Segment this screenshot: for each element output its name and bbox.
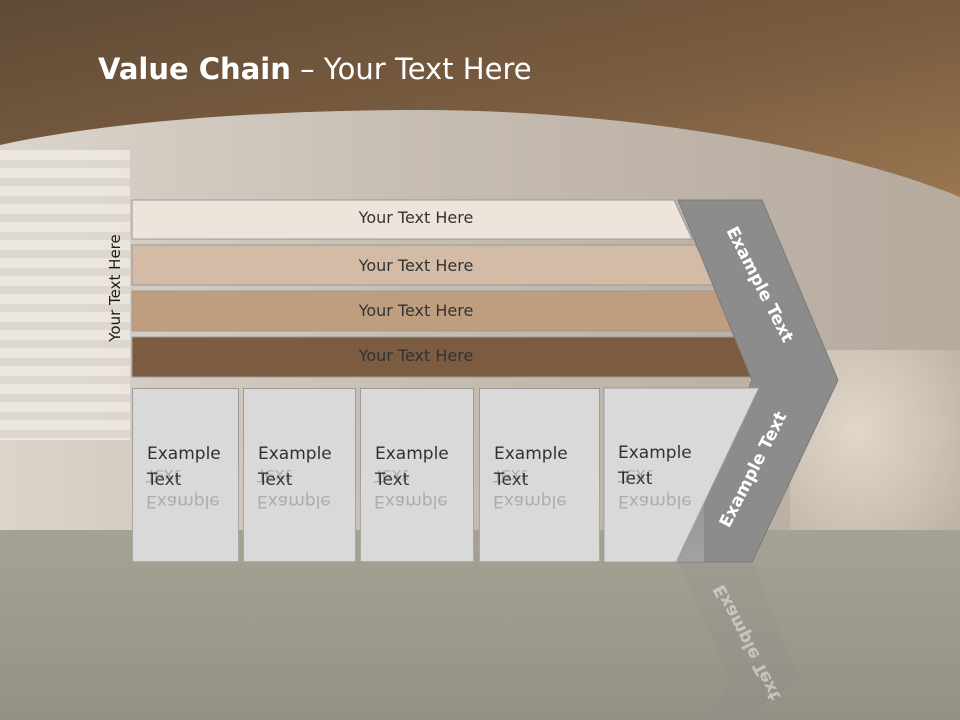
title-bold: Value Chain bbox=[98, 52, 291, 86]
box-4-reflection-line2: Text bbox=[493, 465, 528, 485]
box-4-line2: Text bbox=[494, 470, 529, 490]
box-5-line2: Text bbox=[618, 469, 653, 489]
box-3-reflection-line1: Example bbox=[374, 491, 448, 511]
chevron-reflection bbox=[678, 562, 800, 720]
box-5-shape bbox=[603, 387, 760, 563]
title-rest: – Your Text Here bbox=[290, 52, 532, 86]
page-title: Value Chain – Your Text Here bbox=[98, 52, 532, 86]
bar-1-shape bbox=[131, 199, 693, 240]
bar-4-label: Your Text Here bbox=[358, 346, 474, 365]
box-1-reflection-line2: Text bbox=[146, 465, 181, 485]
box-5-reflection-line2: Text bbox=[618, 465, 653, 485]
box-2-line2: Text bbox=[258, 470, 293, 490]
background-window bbox=[0, 150, 130, 440]
box-1-line2: Text bbox=[147, 470, 182, 490]
box-2-reflection-line2: Text bbox=[257, 465, 292, 485]
box-4-line1: Example bbox=[494, 444, 568, 464]
box-1-reflection-line1: Example bbox=[146, 491, 220, 511]
box-5-line1: Example bbox=[618, 443, 692, 463]
box-3-line2: Text bbox=[375, 470, 410, 490]
box-2-reflection-line1: Example bbox=[257, 491, 331, 511]
box-3-line1: Example bbox=[375, 444, 449, 464]
bar-2-label: Your Text Here bbox=[358, 256, 474, 275]
header-band bbox=[0, 0, 960, 197]
box-2-line1: Example bbox=[258, 444, 332, 464]
box-3-reflection-line2: Text bbox=[374, 465, 409, 485]
box-1-line1: Example bbox=[147, 444, 221, 464]
bar-1-label: Your Text Here bbox=[358, 208, 474, 227]
box-4-reflection-line1: Example bbox=[493, 491, 567, 511]
bar-3-label: Your Text Here bbox=[358, 301, 474, 320]
box-5-reflection-line1: Example bbox=[618, 491, 692, 511]
